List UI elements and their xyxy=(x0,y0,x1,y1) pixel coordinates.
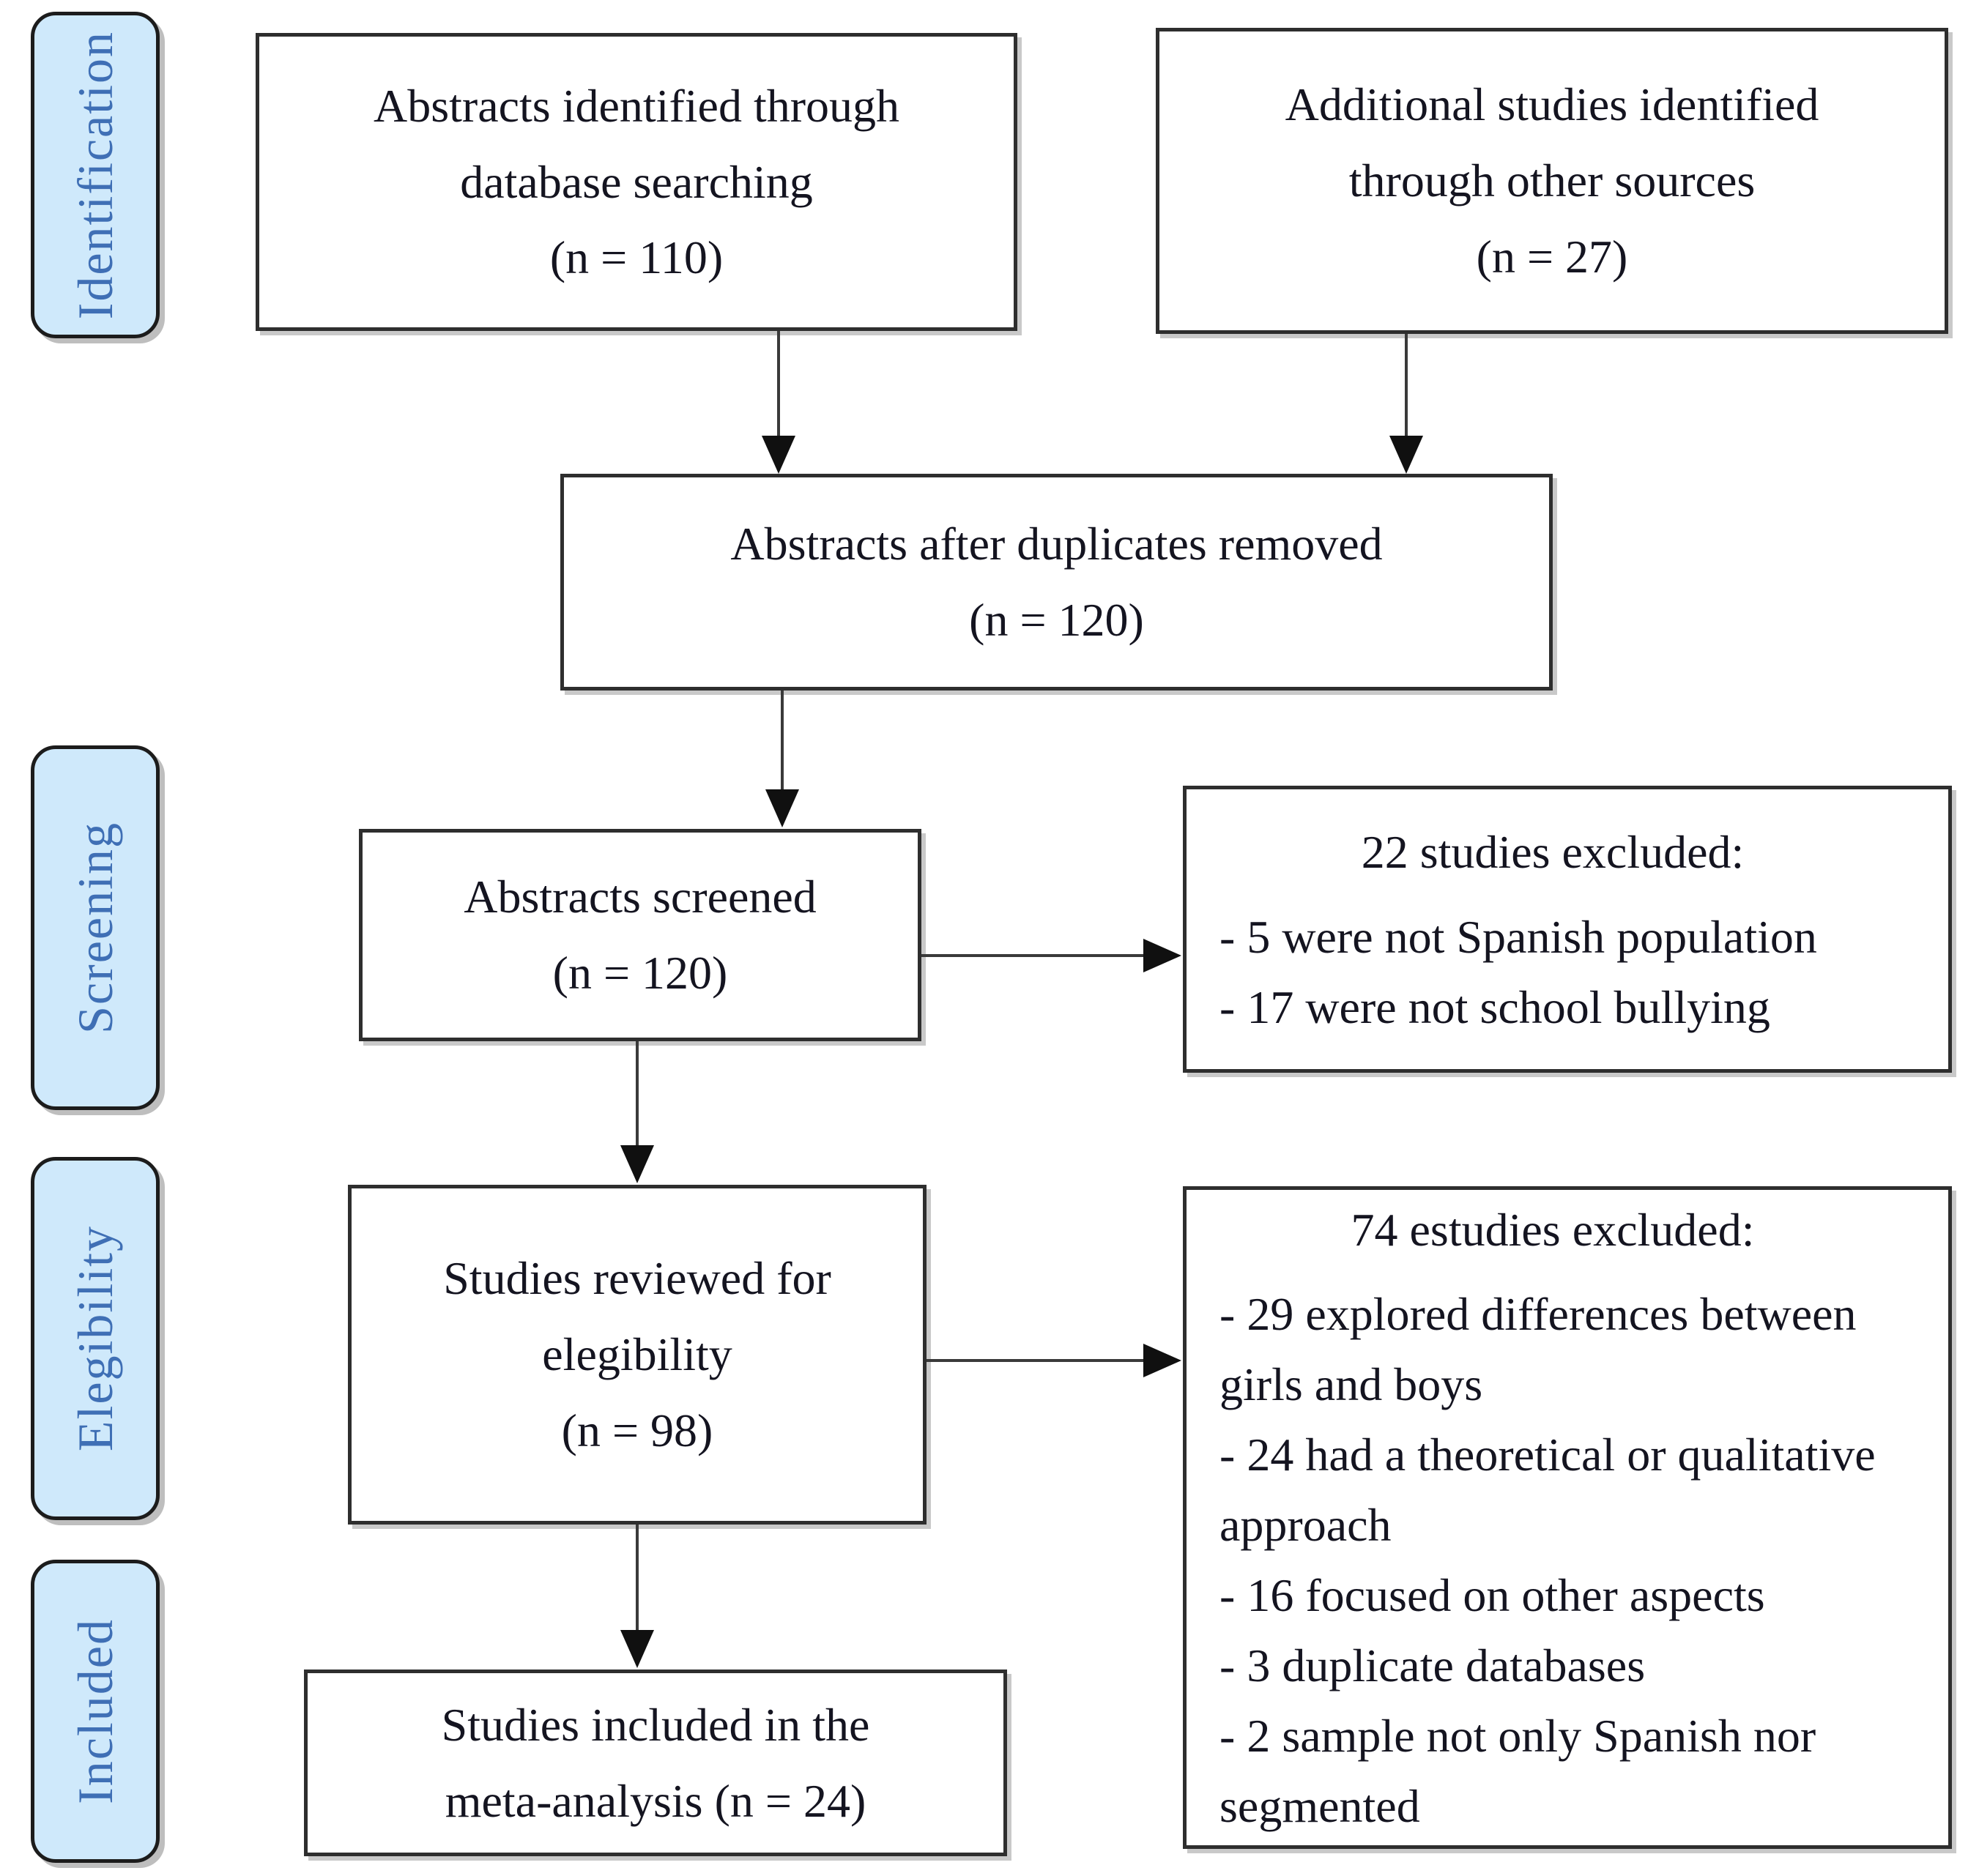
box-excluded-eligibility-item3: - 16 focused on other aspects xyxy=(1219,1569,1765,1622)
box-excluded-eligibility-item5: - 2 sample not only Spanish nor segmente… xyxy=(1219,1710,1816,1833)
arrow-head-down-icon xyxy=(1389,436,1423,474)
arrow-head-right-icon xyxy=(1143,1344,1181,1377)
arrow-line xyxy=(921,954,1145,957)
arrow-line xyxy=(781,691,784,791)
box-excluded-screening-item2: - 17 were not school bullying xyxy=(1219,980,1770,1033)
box-included-meta-analysis-line2: meta-analysis (n = 24) xyxy=(445,1774,866,1827)
arrow-head-down-icon xyxy=(762,436,795,474)
arrow-line xyxy=(636,1041,639,1147)
stage-screening-label: Screening xyxy=(67,822,123,1034)
arrow-head-down-icon xyxy=(765,789,799,827)
box-abstracts-identified-line1: Abstracts identified through xyxy=(373,79,900,132)
box-duplicates-removed-count: (n = 120) xyxy=(969,594,1144,646)
arrow-head-down-icon xyxy=(620,1630,654,1668)
stage-identification: Identification xyxy=(31,12,160,338)
box-reviewed-eligibility-line2: elegibility xyxy=(542,1328,732,1381)
arrow-line xyxy=(777,331,780,437)
box-additional-studies: Additional studies identified through ot… xyxy=(1156,28,1948,334)
arrow-head-down-icon xyxy=(620,1145,654,1183)
box-reviewed-eligibility-count: (n = 98) xyxy=(561,1404,713,1456)
stage-elegibility: Elegibility xyxy=(31,1157,160,1520)
stage-included-label: Included xyxy=(67,1618,123,1804)
box-abstracts-identified: Abstracts identified through database se… xyxy=(256,33,1017,331)
arrow-line xyxy=(927,1359,1145,1362)
box-duplicates-removed-line1: Abstracts after duplicates removed xyxy=(730,518,1383,570)
box-abstracts-screened-line1: Abstracts screened xyxy=(464,871,817,923)
box-excluded-screening: 22 studies excluded: - 5 were not Spanis… xyxy=(1183,786,1952,1073)
box-excluded-screening-title: 22 studies excluded: xyxy=(1361,826,1745,879)
stage-identification-label: Identification xyxy=(67,30,123,320)
box-abstracts-screened-count: (n = 120) xyxy=(552,947,728,999)
box-additional-studies-count: (n = 27) xyxy=(1476,230,1628,283)
stage-elegibility-label: Elegibility xyxy=(67,1225,123,1452)
box-abstracts-screened: Abstracts screened (n = 120) xyxy=(359,829,921,1041)
box-additional-studies-line1: Additional studies identified xyxy=(1285,78,1819,131)
box-reviewed-eligibility-line1: Studies reviewed for xyxy=(443,1252,831,1305)
arrow-line xyxy=(1405,334,1408,437)
box-reviewed-eligibility: Studies reviewed for elegibility (n = 98… xyxy=(348,1185,927,1525)
stage-included: Included xyxy=(31,1560,160,1863)
box-duplicates-removed: Abstracts after duplicates removed (n = … xyxy=(560,474,1553,691)
box-abstracts-identified-count: (n = 110) xyxy=(549,231,724,284)
box-included-meta-analysis: Studies included in the meta-analysis (n… xyxy=(304,1670,1007,1856)
box-excluded-eligibility-item2: - 24 had a theoretical or qualitative ap… xyxy=(1219,1429,1876,1552)
box-excluded-screening-item1: - 5 were not Spanish population xyxy=(1219,910,1817,963)
box-excluded-eligibility-item1: - 29 explored differences between girls … xyxy=(1219,1288,1857,1411)
arrow-line xyxy=(636,1525,639,1631)
arrow-head-right-icon xyxy=(1143,939,1181,972)
stage-screening: Screening xyxy=(31,745,160,1110)
box-excluded-eligibility: 74 estudies excluded: - 29 explored diff… xyxy=(1183,1186,1952,1849)
box-additional-studies-line2: through other sources xyxy=(1348,155,1756,207)
box-excluded-eligibility-item4: - 3 duplicate databases xyxy=(1219,1639,1646,1692)
box-excluded-eligibility-title: 74 estudies excluded: xyxy=(1351,1203,1755,1256)
box-abstracts-identified-line2: database searching xyxy=(460,155,813,208)
box-included-meta-analysis-line1: Studies included in the xyxy=(441,1698,870,1751)
